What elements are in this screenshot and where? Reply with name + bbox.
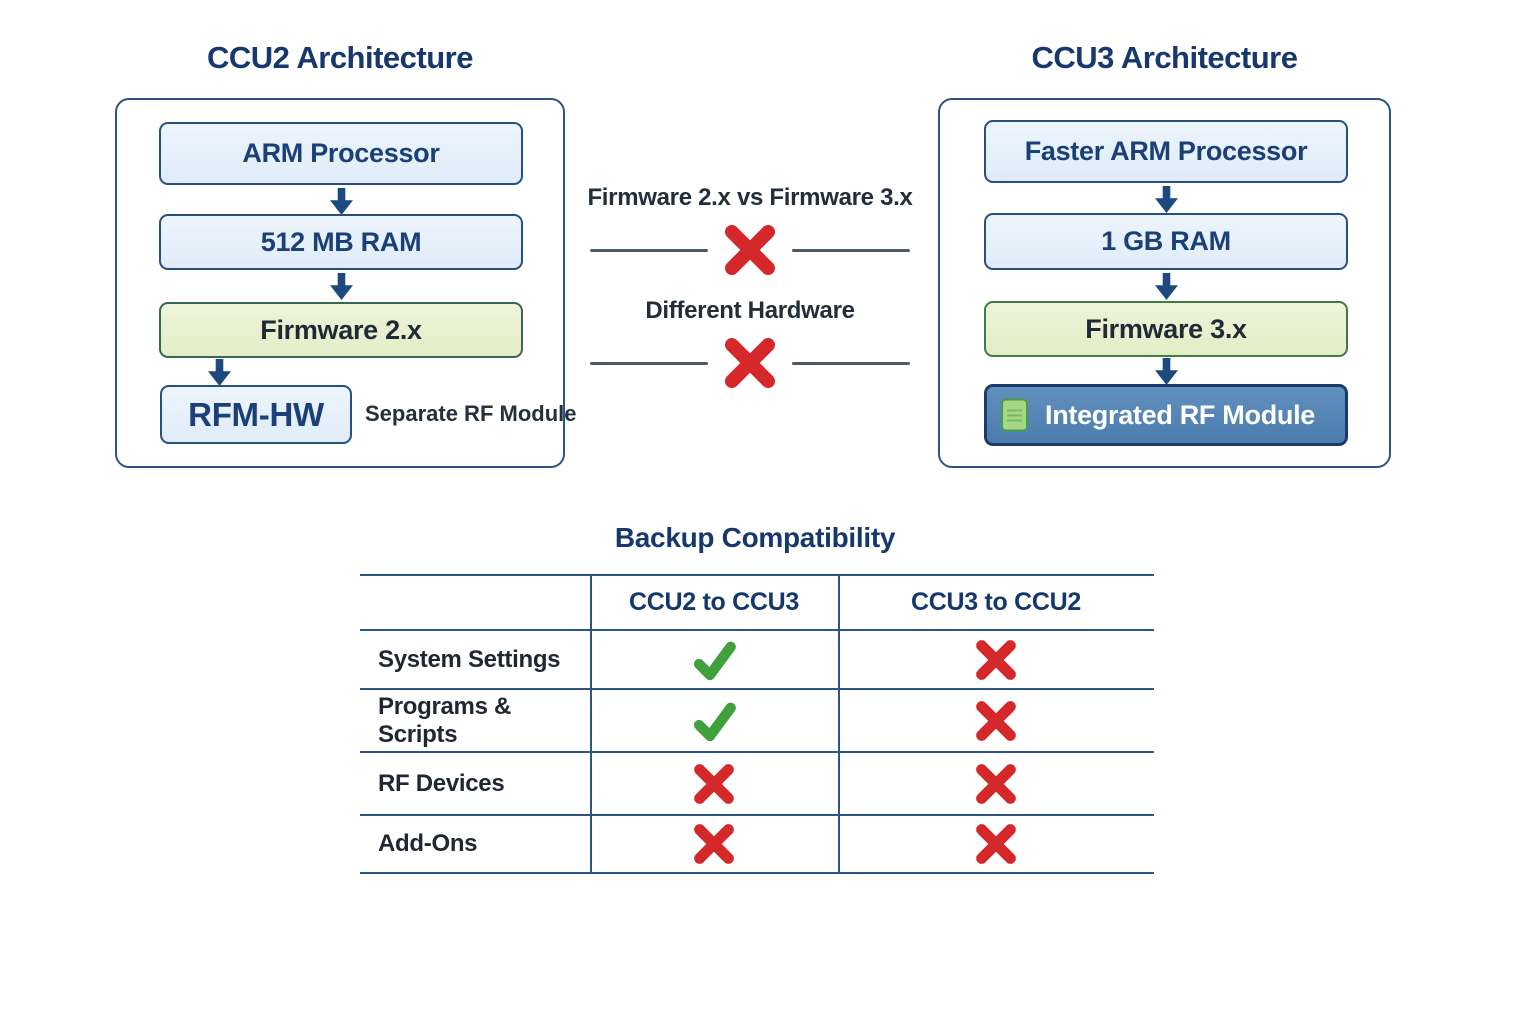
mark-cell bbox=[838, 816, 1154, 872]
table-column-divider bbox=[838, 576, 840, 874]
compatibility-mark-icon bbox=[691, 821, 737, 867]
ccu2-rfm-hw-box: RFM-HW bbox=[160, 385, 352, 444]
hardware-incompatible-divider bbox=[590, 333, 910, 393]
ccu2-architecture-panel: ARM Processor 512 MB RAM Firmware 2.x RF… bbox=[115, 98, 576, 468]
ccu2-arm-processor-label: ARM Processor bbox=[242, 138, 440, 168]
separate-rf-module-note: Separate RF Module bbox=[365, 401, 577, 426]
divider-line bbox=[792, 248, 910, 252]
row-label: Programs & Scripts bbox=[378, 692, 512, 748]
ccu3-ram-box: 1 GB RAM bbox=[984, 213, 1348, 270]
mark-cell bbox=[838, 631, 1154, 688]
rf-module-icon bbox=[1001, 398, 1028, 432]
compatibility-table: CCU2 to CCU3 CCU3 to CCU2 System Setting… bbox=[360, 574, 1154, 874]
divider-line bbox=[590, 248, 708, 252]
compatibility-mark-icon bbox=[973, 761, 1019, 807]
arrow-down-icon bbox=[207, 359, 232, 386]
arrow-down-icon bbox=[1154, 186, 1179, 213]
ccu2-firmware-label: Firmware 2.x bbox=[260, 314, 422, 345]
ccu3-ram-label: 1 GB RAM bbox=[1101, 226, 1231, 256]
ccu3-rf-module-box: Integrated RF Module bbox=[984, 384, 1348, 446]
mark-cell bbox=[590, 631, 838, 688]
ccu3-arm-processor-box: Faster ARM Processor bbox=[984, 120, 1348, 183]
column-header-ccu2-to-ccu3: CCU2 to CCU3 bbox=[628, 588, 800, 616]
empty-header-cell bbox=[360, 576, 590, 629]
table-column-divider bbox=[590, 576, 592, 874]
compatibility-mark-icon bbox=[973, 821, 1019, 867]
compatibility-mark-icon bbox=[691, 761, 737, 807]
row-label: RF Devices bbox=[378, 769, 505, 797]
compatibility-mark-icon bbox=[691, 637, 737, 683]
divider-line bbox=[792, 361, 910, 365]
arrow-down-icon bbox=[329, 188, 354, 215]
arrow-down-icon bbox=[329, 273, 354, 300]
mark-cell bbox=[590, 690, 838, 751]
hardware-comparison-label: Different Hardware bbox=[645, 297, 855, 324]
ccu2-ram-label: 512 MB RAM bbox=[260, 226, 422, 257]
compatibility-mark-icon bbox=[973, 637, 1019, 683]
ccu2-firmware-box: Firmware 2.x bbox=[159, 302, 523, 358]
column-header-ccu3-to-ccu2: CCU3 to CCU2 bbox=[910, 588, 1082, 616]
table-row: System Settings bbox=[360, 631, 1154, 690]
firmware-comparison-label: Firmware 2.x vs Firmware 3.x bbox=[587, 184, 913, 211]
ccu3-architecture-title: CCU3 Architecture bbox=[1031, 40, 1298, 75]
table-row: Add-Ons bbox=[360, 816, 1154, 874]
ccu2-arm-processor-box: ARM Processor bbox=[159, 122, 523, 185]
table-header-row: CCU2 to CCU3 CCU3 to CCU2 bbox=[360, 576, 1154, 631]
incompatible-x-icon bbox=[721, 221, 779, 279]
backup-compatibility-title: Backup Compatibility bbox=[614, 522, 896, 553]
compatibility-mark-icon bbox=[973, 698, 1019, 744]
divider-line bbox=[590, 361, 708, 365]
firmware-incompatible-divider bbox=[590, 220, 910, 280]
ccu2-rfm-hw-label: RFM-HW bbox=[188, 395, 324, 433]
ccu2-ram-box: 512 MB RAM bbox=[159, 214, 523, 270]
ccu3-firmware-box: Firmware 3.x bbox=[984, 301, 1348, 357]
table-row: RF Devices bbox=[360, 753, 1154, 816]
arrow-down-icon bbox=[1154, 273, 1179, 300]
arrow-down-icon bbox=[1154, 358, 1179, 385]
mark-cell bbox=[590, 753, 838, 814]
ccu2-architecture-title: CCU2 Architecture bbox=[207, 40, 473, 75]
ccu3-rf-module-label: Integrated RF Module bbox=[1045, 399, 1315, 430]
mark-cell bbox=[590, 816, 838, 872]
mark-cell bbox=[838, 690, 1154, 751]
mark-cell bbox=[838, 753, 1154, 814]
compatibility-mark-icon bbox=[691, 698, 737, 744]
row-label: Add-Ons bbox=[378, 830, 478, 857]
ccu3-firmware-label: Firmware 3.x bbox=[1085, 313, 1247, 344]
table-row: Programs & Scripts bbox=[360, 690, 1154, 753]
ccu3-arm-processor-label: Faster ARM Processor bbox=[1024, 136, 1308, 166]
incompatible-x-icon bbox=[721, 334, 779, 392]
row-label: System Settings bbox=[378, 645, 561, 673]
ccu3-architecture-panel: Faster ARM Processor 1 GB RAM Firmware 3… bbox=[938, 98, 1391, 468]
